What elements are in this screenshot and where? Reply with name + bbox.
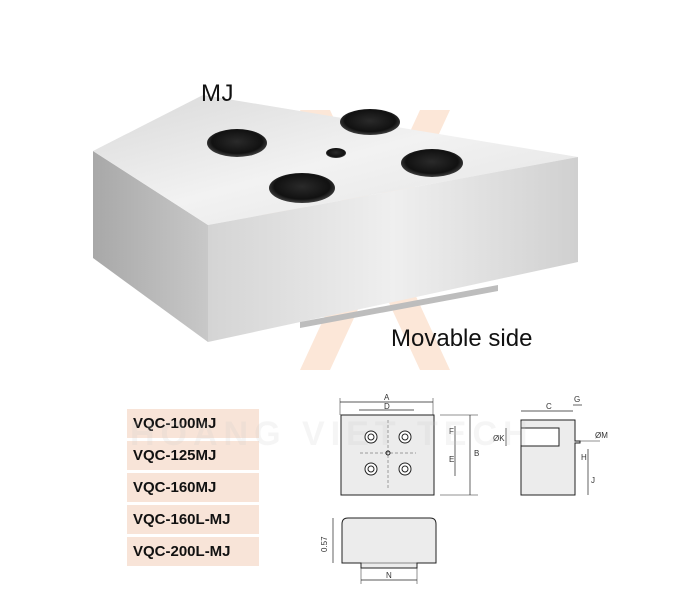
block-bottom-recess xyxy=(300,285,498,328)
dim-label-g: G xyxy=(574,395,580,404)
hole-rear-left xyxy=(207,129,267,157)
drawing-side-view xyxy=(505,404,600,496)
dim-label-a: A xyxy=(384,393,390,402)
dim-label-c: C xyxy=(546,402,552,411)
drawing-front-view xyxy=(332,517,437,584)
hole-center xyxy=(326,148,346,158)
dim-label-m: ØM xyxy=(595,431,608,440)
dim-label-thickness: 0.57 xyxy=(320,536,329,552)
dim-label-e: E xyxy=(449,455,454,464)
drawing-top-view xyxy=(339,398,478,496)
model-item: VQC-200L-MJ xyxy=(127,537,259,566)
model-list: VQC-100MJ VQC-125MJ VQC-160MJ VQC-160L-M… xyxy=(127,409,259,569)
product-title: MJ xyxy=(201,80,234,107)
model-item: VQC-100MJ xyxy=(127,409,259,438)
dim-label-b: B xyxy=(474,449,479,458)
block-left-face xyxy=(93,151,208,342)
dim-label-d: D xyxy=(384,402,390,411)
block-top-face xyxy=(93,95,578,225)
hole-front-right xyxy=(401,149,463,177)
model-item: VQC-125MJ xyxy=(127,441,259,470)
dim-label-k: ØK xyxy=(493,434,505,443)
dim-label-f: F xyxy=(449,427,454,436)
dim-label-j: J xyxy=(591,476,595,485)
dim-label-n: N xyxy=(386,571,392,580)
block-front-face xyxy=(208,157,578,342)
dim-label-h: H xyxy=(581,453,587,462)
model-item: VQC-160L-MJ xyxy=(127,505,259,534)
hole-rear-right xyxy=(340,109,400,135)
product-subtitle: Movable side xyxy=(391,325,533,352)
watermark-text: HOANG VIET TECH xyxy=(130,415,534,453)
model-item: VQC-160MJ xyxy=(127,473,259,502)
hole-front-left xyxy=(269,173,335,203)
